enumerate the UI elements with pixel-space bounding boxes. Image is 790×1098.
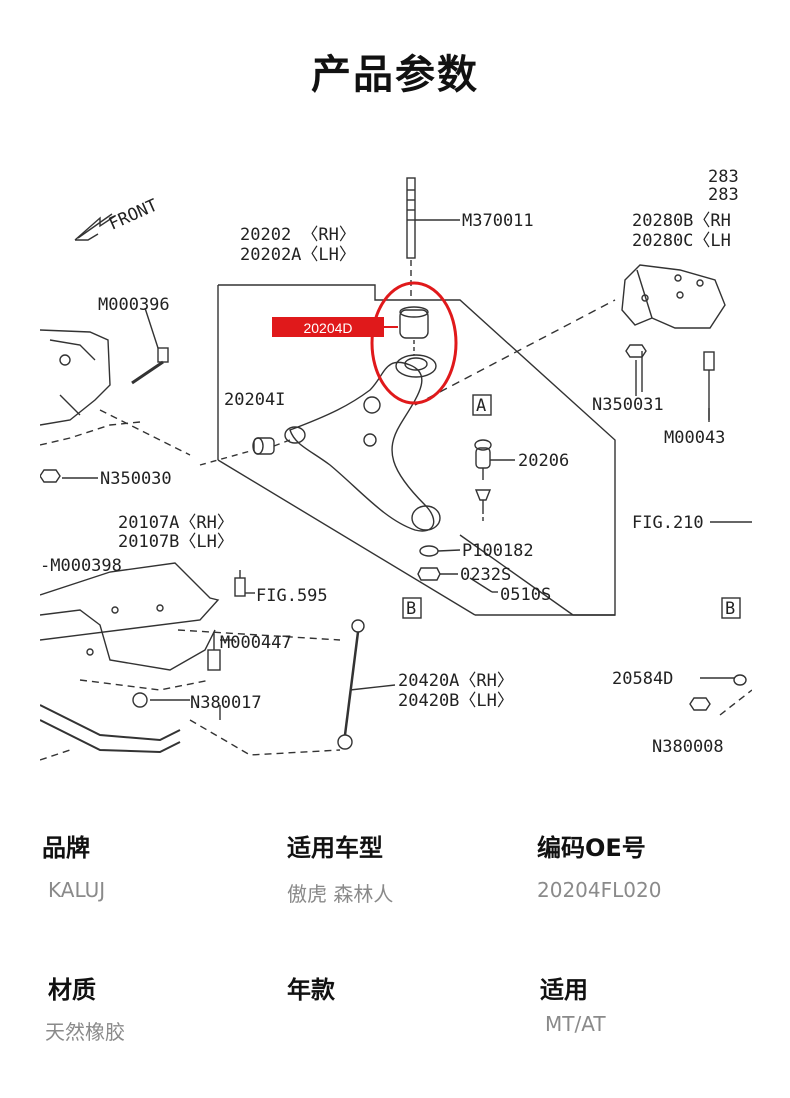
label-box-b2	[721, 597, 741, 619]
nut-icon-2	[625, 344, 647, 396]
part-label: P100182	[462, 541, 534, 561]
page-title: 产品参数	[311, 52, 479, 98]
part-label: 0510S	[500, 585, 551, 605]
washer-icon	[419, 545, 439, 557]
part-label: N350030	[100, 469, 172, 489]
highlight-label: 20204D	[303, 320, 352, 336]
stud-bolt-icon	[406, 177, 416, 300]
bracket-icon	[621, 264, 726, 329]
part-label: 20206	[518, 451, 569, 471]
spec-label-oe-code: 编码OE号	[537, 834, 646, 862]
nut-icon	[417, 567, 441, 581]
part-label: N350031	[592, 395, 664, 415]
spec-label-vehicle: 适用车型	[287, 834, 383, 862]
spec-value-vehicle: 傲虎 森林人	[287, 882, 394, 906]
front-arrow-icon	[74, 213, 116, 241]
box-label-b: B	[406, 599, 416, 619]
bolt-icon-lower	[207, 570, 246, 671]
part-label: FIG.595	[256, 586, 328, 606]
part-label: -M000398	[40, 556, 122, 576]
part-label: 20204I	[224, 390, 285, 410]
stabilizer-link-icon	[337, 619, 365, 750]
front-label: FRONT	[106, 195, 161, 234]
box-label-b2: B	[725, 599, 735, 619]
nut-icon-4	[689, 674, 747, 711]
part-label: 20202A〈LH〉	[240, 245, 356, 265]
spec-value-brand: KALUJ	[48, 878, 106, 902]
parts-diagram: 20204D FRONT M370011 20202 〈RH〉 20202A〈L…	[40, 160, 752, 780]
part-label: 283	[708, 185, 739, 205]
bolt-icon-left	[131, 347, 169, 385]
part-label: M370011	[462, 211, 534, 231]
control-arm-icon	[284, 361, 441, 532]
spec-value-material: 天然橡胶	[45, 1020, 125, 1044]
spec-label-model-year: 年款	[287, 976, 335, 1004]
spec-label-brand: 品牌	[42, 834, 90, 862]
part-label: 20280B〈RH	[632, 211, 731, 231]
label-box-b	[402, 597, 422, 619]
part-label: 20202 〈RH〉	[240, 225, 356, 245]
part-label: M000396	[98, 295, 170, 315]
part-label: N380008	[652, 737, 724, 757]
label-box-a	[472, 394, 492, 416]
part-label: 20420A〈RH〉	[398, 671, 514, 691]
nut-icon-3	[40, 469, 61, 483]
part-label: 283	[708, 167, 739, 187]
part-label: 0232S	[460, 565, 511, 585]
bushing-icon	[395, 306, 437, 378]
part-label: N380017	[190, 693, 262, 713]
part-label: 20420B〈LH〉	[398, 691, 514, 711]
cotter-pin-icon	[469, 577, 493, 593]
highlight-label-bg	[272, 317, 384, 337]
part-label: 20107B〈LH〉	[118, 532, 234, 552]
highlight-circle	[370, 281, 458, 405]
subframe-icon	[40, 329, 191, 456]
spec-label-applicable: 适用	[540, 976, 588, 1004]
crossmember-icon	[40, 562, 220, 691]
spec-value-applicable: MT/AT	[545, 1012, 606, 1036]
part-label: 20107A〈RH〉	[118, 513, 234, 533]
part-label: FIG.210	[632, 513, 704, 533]
part-label: M00043	[664, 428, 725, 448]
spec-label-material: 材质	[48, 976, 96, 1004]
spec-value-oe-code: 20204FL020	[537, 878, 662, 902]
bushing-small-icon	[252, 437, 275, 455]
stabilizer-bar-icon	[40, 692, 181, 761]
part-label: 20280C〈LH	[632, 231, 731, 251]
ball-joint-icon	[474, 439, 492, 510]
box-label-a: A	[476, 396, 486, 416]
part-label: 20584D	[612, 669, 673, 689]
part-label: M000447	[220, 633, 292, 653]
